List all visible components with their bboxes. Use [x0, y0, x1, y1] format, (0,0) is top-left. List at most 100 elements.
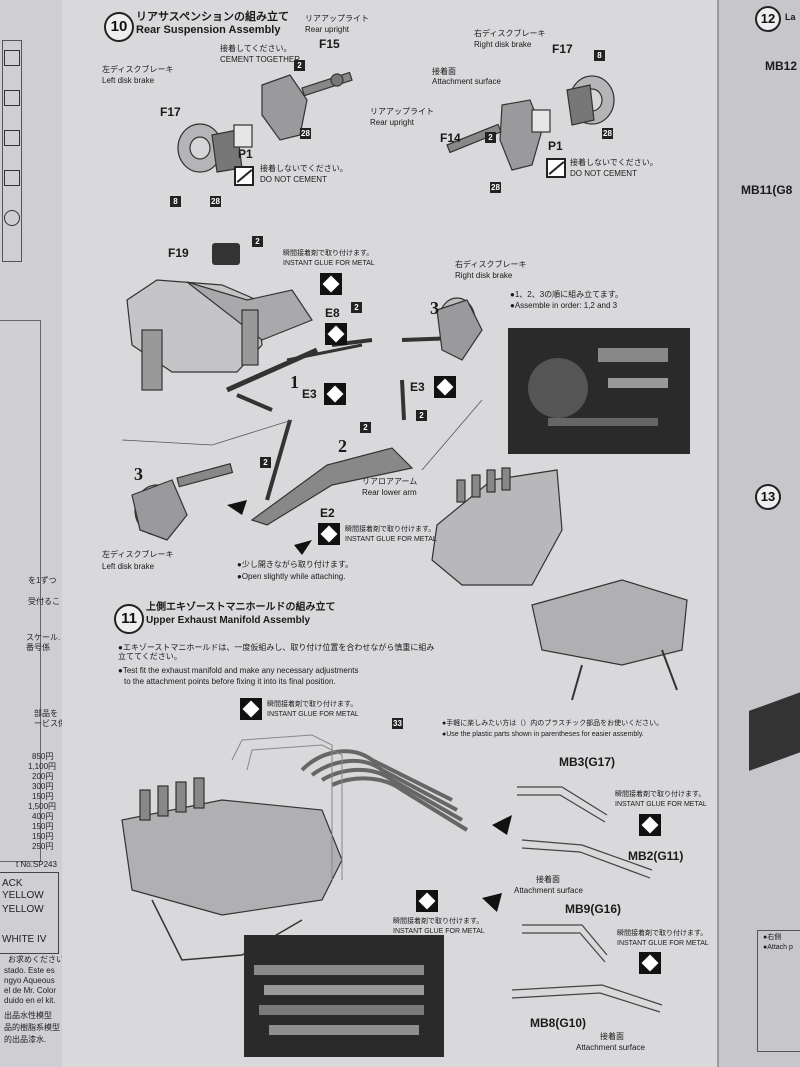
left-text: t No.SP243 — [16, 860, 57, 869]
left-text: を1ずつ — [28, 576, 57, 585]
assembly-order-jp: ●1、2、3の順に組み立てます。 — [510, 290, 623, 299]
part-e8: E8 — [325, 306, 340, 320]
left-disk-brake-jp: 左ディスクブレーキ — [102, 65, 174, 74]
left-adjacent-page: を1ずつ 受付るこ スケール. 番号係 部品を ービス係 850円 1,100円… — [0, 0, 62, 1067]
step-title-en: Rear Suspension Assembly — [136, 24, 281, 36]
left-text: ービス係 — [34, 719, 62, 728]
left-text: el de Mr. Color — [4, 986, 57, 995]
instant-glue-jp: 瞬間接着剤で取り付けます。 — [283, 250, 374, 257]
do-not-cement-icon — [546, 158, 566, 178]
left-icon — [4, 170, 20, 186]
instant-glue-jp: 瞬間接着剤で取り付けます。 — [617, 930, 708, 937]
step-number-badge: 11 — [114, 604, 144, 634]
part-f14: F14 — [440, 131, 461, 145]
left-icon — [4, 90, 20, 106]
parts-badge-28: 28 — [300, 128, 311, 139]
right-disk-brake-en: Right disk brake — [474, 40, 532, 49]
reference-photo-suspension — [508, 328, 690, 454]
assembly-line-art — [121, 71, 688, 1013]
price: 1,500円 — [28, 802, 57, 811]
instant-glue-en: INSTANT GLUE FOR METAL — [267, 711, 359, 718]
left-text: お求めください。 — [8, 955, 62, 964]
parts-badge-28: 28 — [602, 128, 613, 139]
attachment-surface-en: Attachment surface — [514, 886, 583, 895]
right-page-text: La — [785, 12, 796, 22]
instant-glue-en: INSTANT GLUE FOR METAL — [615, 801, 707, 808]
attachment-surface-en: Attachment surface — [576, 1043, 645, 1052]
price: 400円 — [32, 812, 54, 821]
instant-glue-en: INSTANT GLUE FOR METAL — [345, 536, 437, 543]
cement-together-en: CEMENT TOGETHER — [220, 55, 301, 64]
right-disk-brake-en: Right disk brake — [455, 271, 513, 280]
instant-glue-en: INSTANT GLUE FOR METAL — [283, 260, 375, 267]
part-mb9: MB9(G16) — [565, 902, 622, 916]
parts-badge-2: 2 — [260, 457, 271, 468]
attachment-surface-jp: 接着面 — [432, 67, 456, 76]
parts-badge-2: 2 — [294, 60, 305, 71]
price: 850円 — [32, 752, 54, 761]
step-number-badge: 10 — [104, 12, 134, 42]
part-e3: E3 — [410, 380, 425, 394]
left-text: 番号係 — [26, 643, 50, 652]
plastic-note-en: ●Use the plastic parts shown in parenthe… — [442, 731, 644, 738]
parts-badge-8: 8 — [170, 196, 181, 207]
order-number-2: 2 — [338, 436, 347, 456]
color-name: YELLOW — [2, 890, 44, 901]
part-p1: P1 — [548, 139, 563, 153]
cement-together-jp: 接着してください。 — [220, 44, 292, 53]
parts-badge-2: 2 — [360, 422, 371, 433]
left-text: 出品水性模型 — [4, 1011, 52, 1020]
rear-lower-arm-jp: リアロアアーム — [362, 477, 418, 486]
instant-glue-icon — [639, 814, 661, 836]
color-name: ACK — [2, 878, 23, 889]
parts-badge-2: 2 — [351, 302, 362, 313]
rear-upright-label-jp: リアアップライト — [305, 14, 369, 23]
parts-badge-28: 28 — [490, 182, 501, 193]
instant-glue-en: INSTANT GLUE FOR METAL — [393, 928, 485, 935]
price: 1,100円 — [28, 762, 57, 771]
part-mb12: MB12 — [765, 59, 798, 73]
instant-glue-icon — [639, 952, 661, 974]
left-icon — [4, 50, 20, 66]
price: 150円 — [32, 832, 54, 841]
step-title-en: Upper Exhaust Manifold Assembly — [146, 615, 311, 626]
color-table — [0, 872, 59, 954]
attachment-surface-en: Attachment surface — [432, 77, 501, 86]
part-e3: E3 — [302, 387, 317, 401]
parts-badge-33: 33 — [392, 718, 403, 729]
f19-part-block — [212, 243, 240, 265]
instant-glue-icon — [318, 523, 340, 545]
fit-note-en-2: to the attachment points before fixing i… — [124, 677, 336, 686]
order-number-3: 3 — [430, 298, 439, 318]
left-text: 的出品漆水. — [4, 1035, 47, 1044]
rear-upright-label-en: Rear upright — [370, 118, 415, 127]
left-icon — [4, 210, 20, 226]
right-page-part — [749, 689, 800, 771]
price: 200円 — [32, 772, 54, 781]
part-f17: F17 — [552, 42, 573, 56]
instant-glue-icon — [240, 698, 262, 720]
do-not-cement-en: DO NOT CEMENT — [260, 175, 327, 184]
plastic-note-jp: ●手軽に楽しみたい方は（）内のプラスチック部品をお使いください。 — [442, 720, 664, 727]
right-page-text: ●右側 — [763, 934, 782, 941]
do-not-cement-jp: 接着しないでください。 — [570, 158, 658, 167]
part-mb11: MB11(G8 — [741, 183, 793, 197]
instant-glue-icon — [434, 376, 456, 398]
part-p1: P1 — [238, 147, 253, 161]
parts-badge-2: 2 — [485, 132, 496, 143]
step-title-jp: 上側エキゾーストマニホールドの組み立て — [146, 602, 336, 613]
right-disk-brake-jp: 右ディスクブレーキ — [455, 260, 527, 269]
price: 150円 — [32, 822, 54, 831]
instant-glue-icon — [416, 890, 438, 912]
left-text: 受付るこ — [28, 597, 60, 606]
left-icon — [4, 130, 20, 146]
parts-badge-2: 2 — [416, 410, 427, 421]
part-mb8: MB8(G10) — [530, 1016, 587, 1030]
part-f15: F15 — [319, 37, 340, 51]
do-not-cement-icon — [234, 166, 254, 186]
instant-glue-en: INSTANT GLUE FOR METAL — [617, 940, 709, 947]
attachment-surface-jp: 接着面 — [536, 875, 560, 884]
rear-upright-label-en: Rear upright — [305, 25, 350, 34]
part-mb3: MB3(G17) — [559, 755, 616, 769]
step-title-jp: リアサスペンションの組み立て — [136, 11, 290, 23]
